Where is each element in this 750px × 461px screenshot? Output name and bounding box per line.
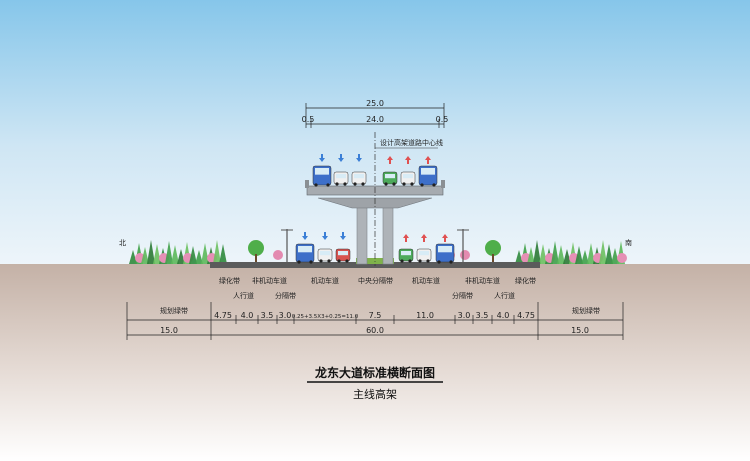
label-divider-right: 分隔带 [452,291,473,300]
dim-planned-left: 15.0 [160,326,178,335]
tree [587,243,595,264]
tree [575,246,583,264]
vehicle [435,243,455,264]
tree [581,250,589,264]
label-sidewalk-right: 人行道 [494,291,515,300]
side-label-right: 南 [625,238,632,247]
tree [563,249,571,264]
dim-motor-left: 0.25+3.5X3+0.25=11.0 [292,314,359,320]
vehicle [398,248,414,263]
tree [605,244,613,264]
vehicle [335,248,351,263]
tree [153,244,161,264]
traffic-arrow [338,154,344,162]
dim-nonmotor-left: 3.5 [261,311,274,320]
label-planned-right: 规划绿带 [572,306,600,315]
label-nonmotor-left: 非机动车道 [252,276,287,285]
traffic-arrow [302,232,308,240]
tree [171,245,179,264]
tree [527,247,535,264]
traffic-arrow [421,234,427,242]
side-label-left: 北 [119,239,126,247]
dim-green-right: 4.75 [517,311,535,320]
vehicle [382,171,398,186]
dim-nonmotor-right: 3.5 [476,311,489,320]
tree [515,250,523,264]
viaduct-deck-width: 24.0 [366,115,384,124]
centerline-label: 设计高架道路中心线 [380,138,443,147]
dim-motor-right: 11.0 [416,311,434,320]
flower-bush [273,250,283,260]
tree [129,250,137,264]
tree [165,241,173,264]
traffic-arrow [319,154,325,162]
tree [539,244,547,264]
tree [551,241,559,264]
traffic-arrow [356,154,362,162]
viaduct-dimensions [305,103,445,128]
dim-sidewalk-right: 4.0 [497,311,510,320]
street-tree [248,240,264,256]
traffic-arrow [403,234,409,242]
traffic-arrows [302,154,448,242]
label-planned-left: 规划绿带 [160,306,188,315]
dim-planned-right: 15.0 [571,326,589,335]
tree [201,243,209,264]
vehicle [317,248,333,263]
viaduct-edge-left: 0.5 [302,115,315,124]
tree [219,244,227,264]
streetlight-right [457,229,469,262]
flower-bush [617,253,627,263]
vehicle [400,171,416,186]
tree [147,240,155,264]
label-divider-left: 分隔带 [275,291,296,300]
vehicle [295,243,315,264]
dim-divider-right: 3.0 [458,311,471,320]
flower-bush [460,250,470,260]
dim-green-left: 4.75 [214,311,232,320]
street-tree [485,240,501,256]
traffic-arrow [405,156,411,164]
traffic-arrow [322,232,328,240]
tree [557,245,565,264]
traffic-arrow [442,234,448,242]
tree [533,240,541,264]
traffic-arrow [387,156,393,164]
tree [213,240,221,264]
label-nonmotor-right: 非机动车道 [465,276,500,285]
dim-sidewalk-left: 4.0 [241,311,254,320]
streetlight-left [281,229,293,262]
dim-median: 7.5 [369,311,382,320]
vehicle [351,171,367,186]
tree [177,249,185,264]
vehicle [418,165,438,187]
ground [0,264,750,461]
tree [141,247,149,264]
vehicle [333,171,349,186]
label-green-left: 绿化带 [219,276,240,285]
traffic-arrow [340,232,346,240]
label-motor-right: 机动车道 [412,276,440,285]
vehicle [312,165,332,187]
dim-total: 60.0 [366,326,384,335]
tree [611,248,619,264]
tree [195,250,203,264]
drawing-title: 龙东大道标准横断面图 [315,365,435,380]
label-median: 中央分隔带 [358,276,393,285]
label-green-right: 绿化带 [515,276,536,285]
dimension-lines [126,302,624,340]
viaduct-overall-width: 25.0 [366,99,384,108]
traffic-arrow [425,156,431,164]
tree [599,240,607,264]
dim-divider-left: 3.0 [279,311,292,320]
viaduct-edge-right: 0.5 [436,115,449,124]
vehicles [295,165,455,264]
label-sidewalk-left: 人行道 [233,291,254,300]
tree [189,246,197,264]
label-motor-left: 机动车道 [311,276,339,285]
vehicle [416,248,432,263]
drawing-subtitle: 主线高架 [353,387,397,401]
